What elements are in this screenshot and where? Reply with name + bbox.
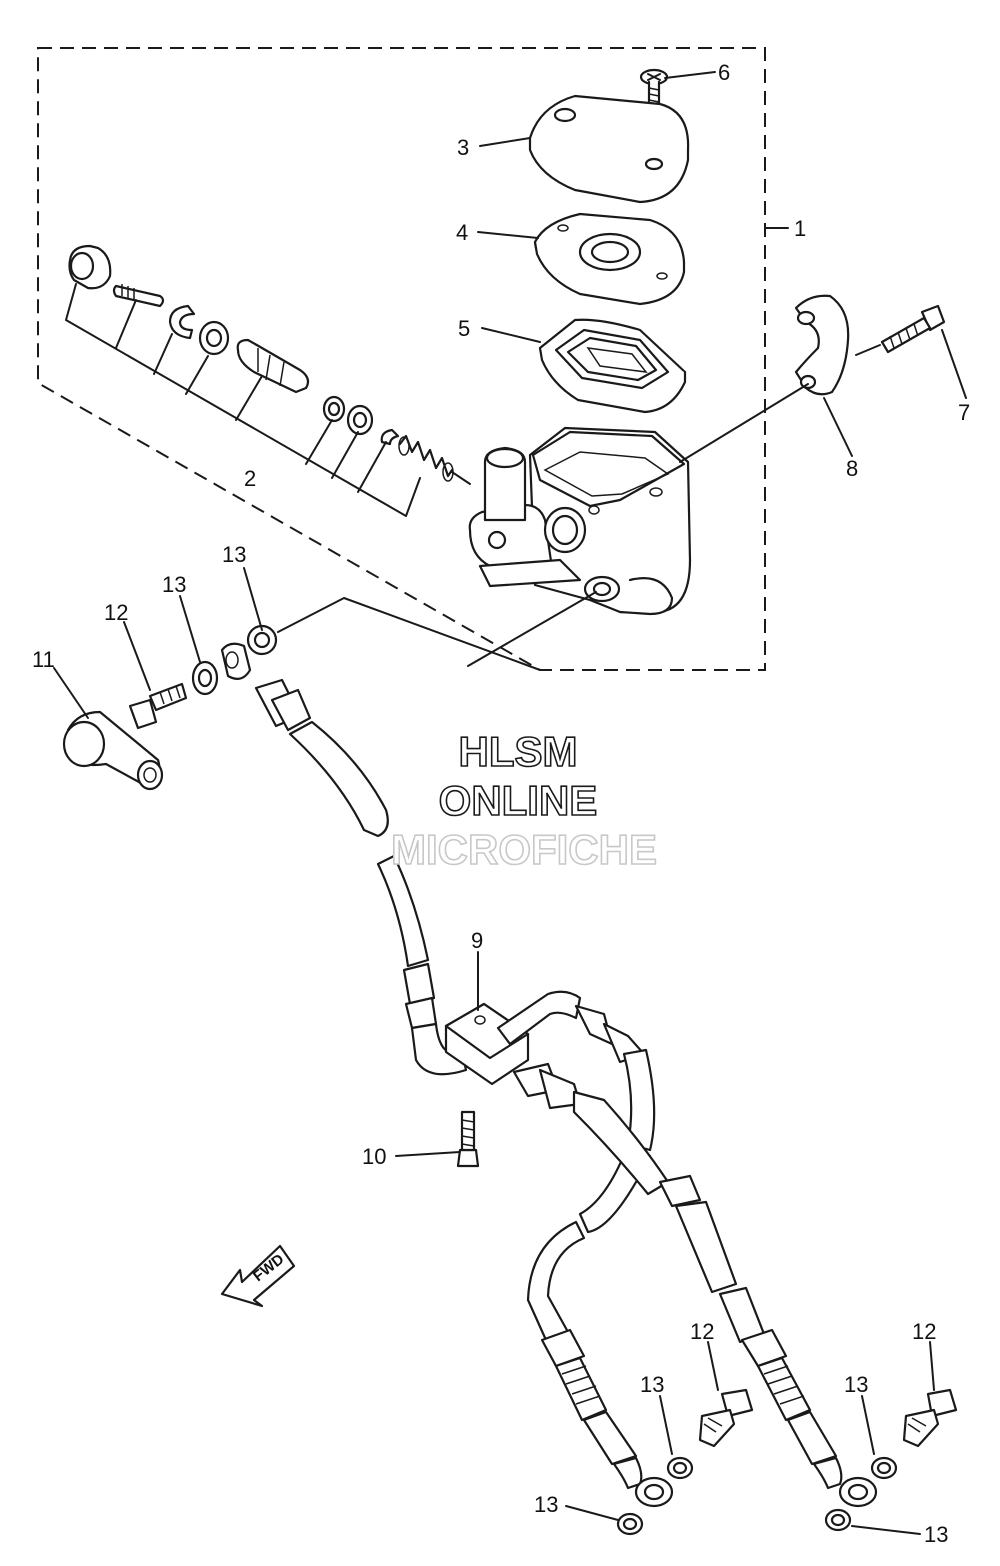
leader-line-2	[65, 283, 421, 517]
callout-12-lower-left: 12	[690, 1319, 714, 1344]
callout-12-upper: 12	[104, 600, 128, 625]
reservoir-cap	[528, 94, 690, 204]
callout-7: 7	[958, 400, 970, 425]
watermark-line-2: ONLINE	[439, 777, 598, 824]
callout-13-bottom-left: 13	[534, 1492, 558, 1517]
copper-washers-upper	[191, 624, 278, 696]
right-brake-hoses	[496, 990, 878, 1508]
union-bolt-upper	[128, 682, 188, 730]
callout-12-lower-right: 12	[912, 1319, 936, 1344]
holder-clamp	[794, 294, 850, 396]
callout-4: 4	[456, 220, 468, 245]
assembly-boundary	[37, 47, 766, 671]
callout-11: 11	[32, 647, 55, 672]
watermark-line-3: MICROFICHE	[391, 826, 657, 873]
watermark: HLSM ONLINE MICROFICHE	[390, 727, 658, 874]
piston-kit-parts	[68, 244, 454, 482]
copper-washers-lower	[616, 1456, 898, 1536]
callout-1: 1	[794, 216, 806, 241]
upper-brake-hose	[220, 642, 468, 1076]
reservoir-plate	[533, 212, 686, 306]
callout-6: 6	[718, 60, 730, 85]
callout-numbers: 6 3 4 5 1 2 7 8 13 13 12 11 9 10 12 12 1…	[32, 60, 970, 1547]
callout-2: 2	[244, 466, 256, 491]
watermark-line-1: HLSM	[459, 728, 578, 775]
callout-13-upper-left: 13	[162, 572, 186, 597]
union-bolt-lower-left	[698, 1388, 754, 1448]
callout-3: 3	[457, 135, 469, 160]
forward-direction-arrow: FWD	[220, 1244, 296, 1308]
holder-bolt	[880, 304, 946, 354]
reservoir-diaphragm	[538, 318, 687, 414]
leader-lines	[53, 71, 967, 1535]
master-cylinder-body	[468, 426, 692, 616]
banjo-bolt-cover	[62, 710, 164, 791]
callout-13-lower-left: 13	[640, 1372, 664, 1397]
callout-13-lower-right: 13	[844, 1372, 868, 1397]
joint-bolt	[456, 1110, 480, 1168]
callout-10: 10	[362, 1144, 386, 1169]
callout-5: 5	[458, 316, 470, 341]
union-bolt-lower-right	[902, 1388, 958, 1448]
callout-8: 8	[846, 456, 858, 481]
callout-9: 9	[471, 928, 483, 953]
callout-13-upper-right: 13	[222, 542, 246, 567]
callout-13-bottom-right: 13	[924, 1522, 948, 1547]
